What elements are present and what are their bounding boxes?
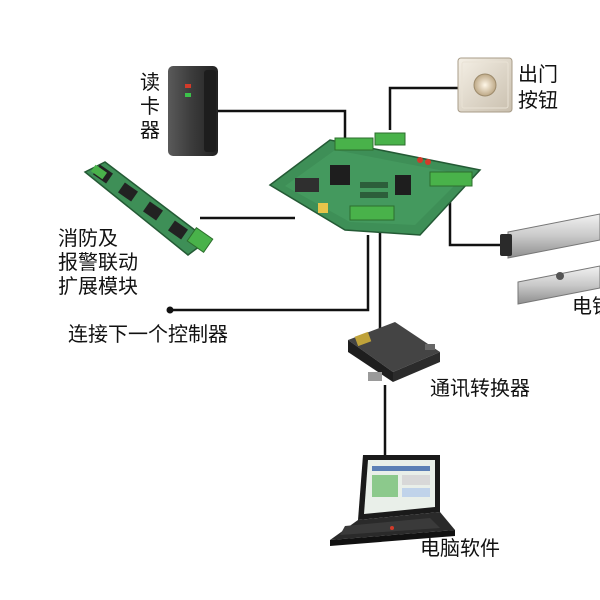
wire-card-reader: [215, 109, 347, 140]
wires: [170, 86, 508, 455]
pc-software-label: 电脑软件: [420, 536, 500, 560]
controller-board-icon: [268, 132, 482, 236]
next-controller-endpoint: [166, 306, 174, 314]
converter-label: 通讯转换器: [430, 376, 530, 400]
card-reader-label: 读卡器: [140, 70, 160, 142]
wire-next-controller: [170, 235, 370, 312]
wire-lock: [448, 195, 508, 247]
wire-exit-button: [388, 86, 458, 130]
fire-module-label-line2: 报警联动: [58, 250, 138, 274]
laptop-icon: [330, 455, 455, 546]
fire-module-label-line1: 消防及: [58, 226, 118, 250]
converter-icon: [348, 322, 440, 382]
exit-button-label-line1: 出门: [518, 62, 558, 86]
card-reader-icon: [168, 66, 218, 156]
fire-module-label-line3: 扩展模块: [58, 274, 138, 298]
exit-button-label-line2: 按钮: [518, 88, 558, 112]
magnetic-lock-icon: [500, 213, 600, 305]
lock-label-clip: 电锁: [560, 294, 600, 324]
lock-label: 电锁: [572, 294, 600, 318]
fire-module-icon: [83, 161, 214, 256]
next-controller-label: 连接下一个控制器: [68, 322, 228, 346]
exit-button-icon: [457, 57, 513, 113]
